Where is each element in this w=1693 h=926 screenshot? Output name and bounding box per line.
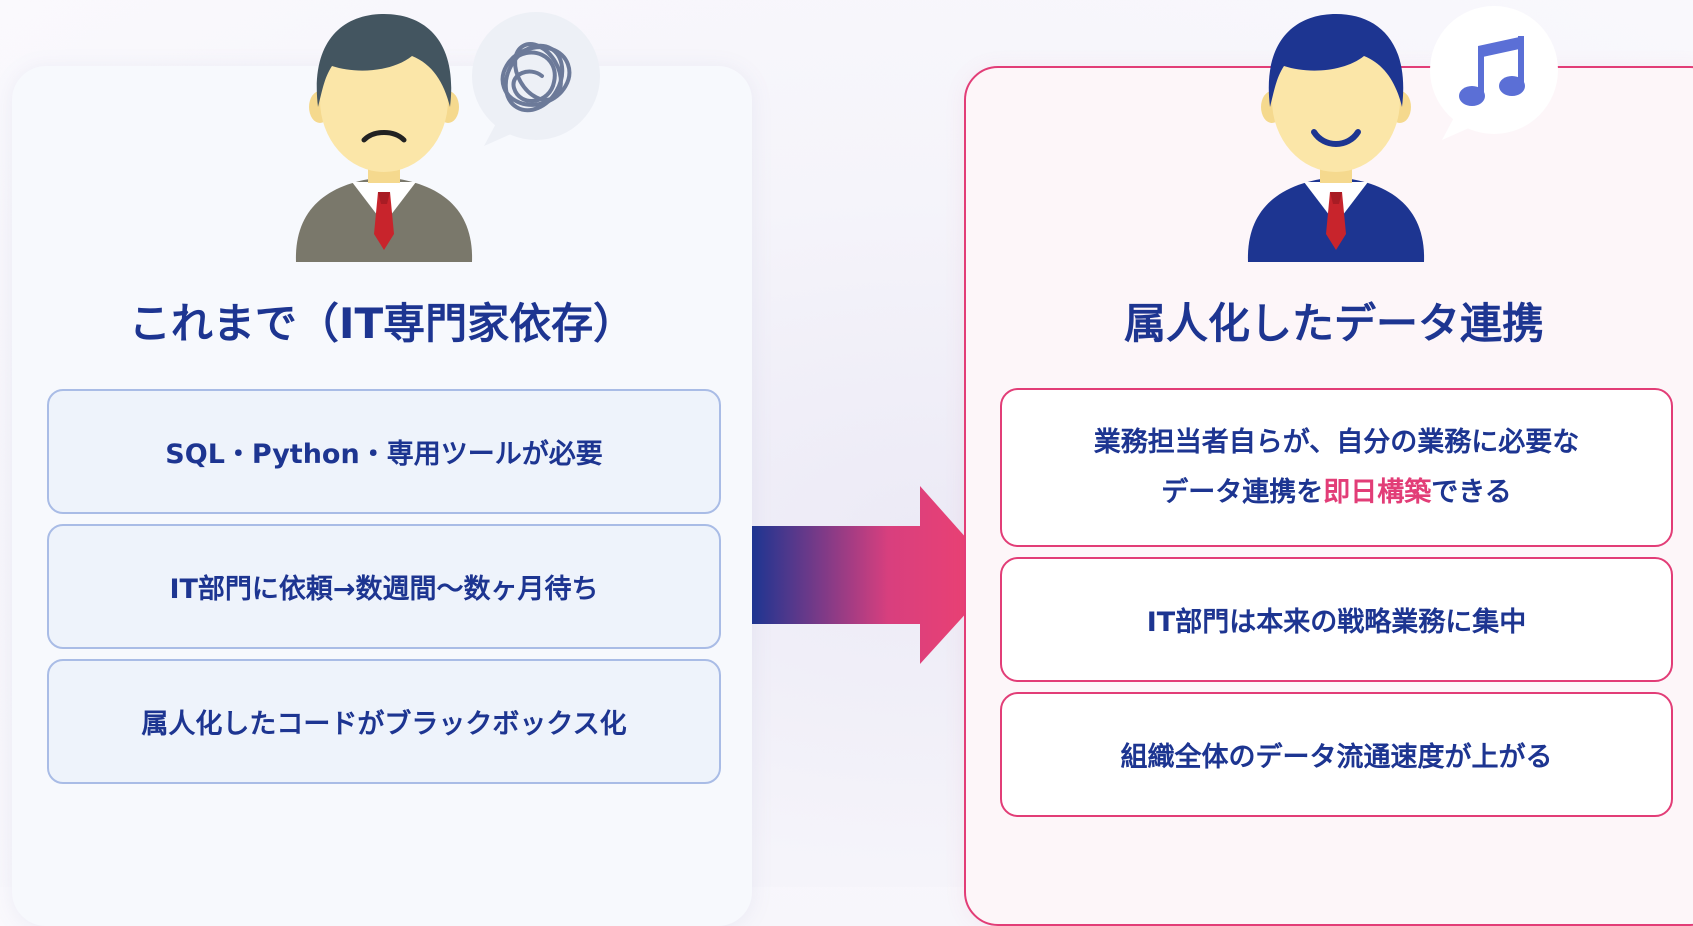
smiling-businessman-icon xyxy=(1247,14,1425,262)
after-item-text: データ連携を xyxy=(1161,476,1324,508)
after-title: 属人化したデータ連携 xyxy=(1123,299,1544,348)
before-item-wait-time: IT部門に依頼→数週間〜数ヶ月待ち xyxy=(47,524,721,649)
after-item-line: データ連携を即日構築できる xyxy=(1161,468,1511,518)
before-item-label: IT部門に依頼→数週間〜数ヶ月待ち xyxy=(169,574,599,605)
after-item-label: 組織全体のデータ流通速度が上がる xyxy=(1120,742,1553,773)
after-item-self-service: 業務担当者自らが、自分の業務に必要な データ連携を即日構築できる xyxy=(1000,388,1673,547)
gradient-right-arrow-icon xyxy=(752,486,1000,664)
after-item-it-focus: IT部門は本来の戦略業務に集中 xyxy=(1000,557,1673,682)
before-item-black-box: 属人化したコードがブラックボックス化 xyxy=(47,659,721,784)
before-item-label: 属人化したコードがブラックボックス化 xyxy=(141,709,627,740)
after-item-text: できる xyxy=(1431,476,1512,508)
frowning-businessman-icon xyxy=(295,14,473,262)
highlight-text: 即日構築 xyxy=(1323,476,1432,508)
after-item-line: 業務担当者自らが、自分の業務に必要な xyxy=(1093,426,1580,458)
after-item-data-speed: 組織全体のデータ流通速度が上がる xyxy=(1000,692,1673,817)
music-note-icon xyxy=(1430,6,1558,140)
tangled-scribble-icon xyxy=(472,12,600,146)
before-item-label: SQL・Python・専用ツールが必要 xyxy=(165,439,603,470)
after-item-label: IT部門は本来の戦略業務に集中 xyxy=(1146,607,1527,638)
before-item-requirements: SQL・Python・専用ツールが必要 xyxy=(47,389,721,514)
before-title: これまで（IT専門家依存） xyxy=(128,299,636,348)
